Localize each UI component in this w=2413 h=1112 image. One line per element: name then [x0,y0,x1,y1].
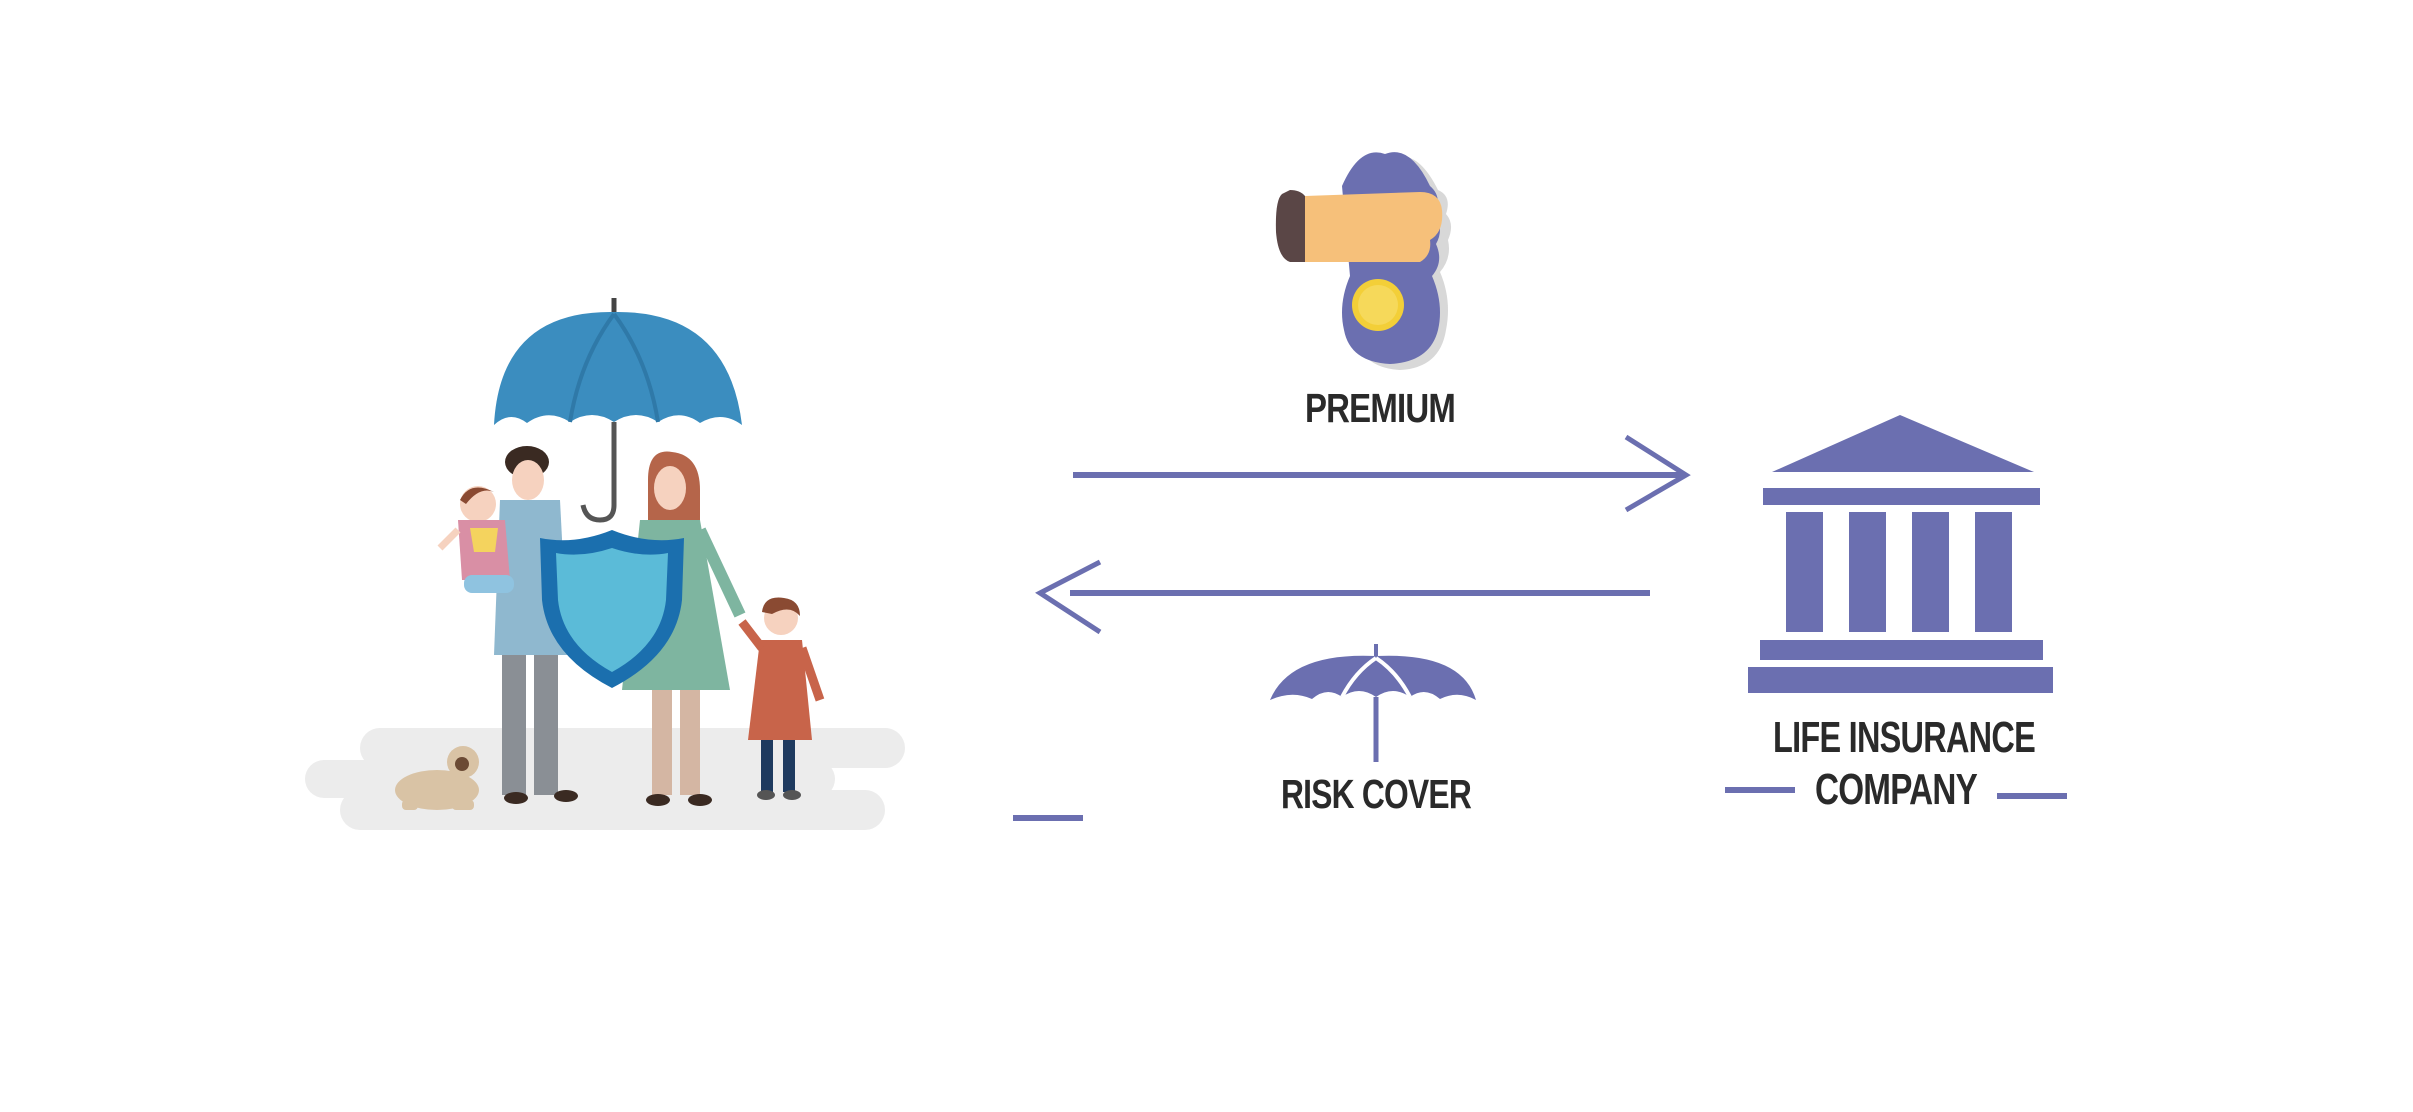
insurer-label-line2: COMPANY [1815,765,1977,814]
premium-flow: PREMIUM [1073,152,1691,513]
baby-figure [437,486,514,593]
hand-with-money-bag-icon [1275,152,1452,370]
risk-cover-label: RISK COVER [1281,771,1471,817]
insurer-node: LIFE INSURANCE COMPANY [1725,415,2067,814]
premium-label: PREMIUM [1305,385,1455,431]
premium-arrow-right [1073,434,1691,513]
risk-cover-flow: RISK COVER [1035,559,1650,817]
shield-icon [540,530,684,688]
umbrella-icon [1270,644,1476,762]
dog-figure [395,746,479,810]
risk-cover-arrow-left [1035,559,1650,635]
boy-figure [738,597,825,800]
family-umbrella-icon [494,298,742,523]
bank-building-icon [1748,415,2053,693]
insurer-label-line1: LIFE INSURANCE [1773,713,2035,762]
family-illustration [305,298,905,830]
ground-shadow [305,728,905,830]
